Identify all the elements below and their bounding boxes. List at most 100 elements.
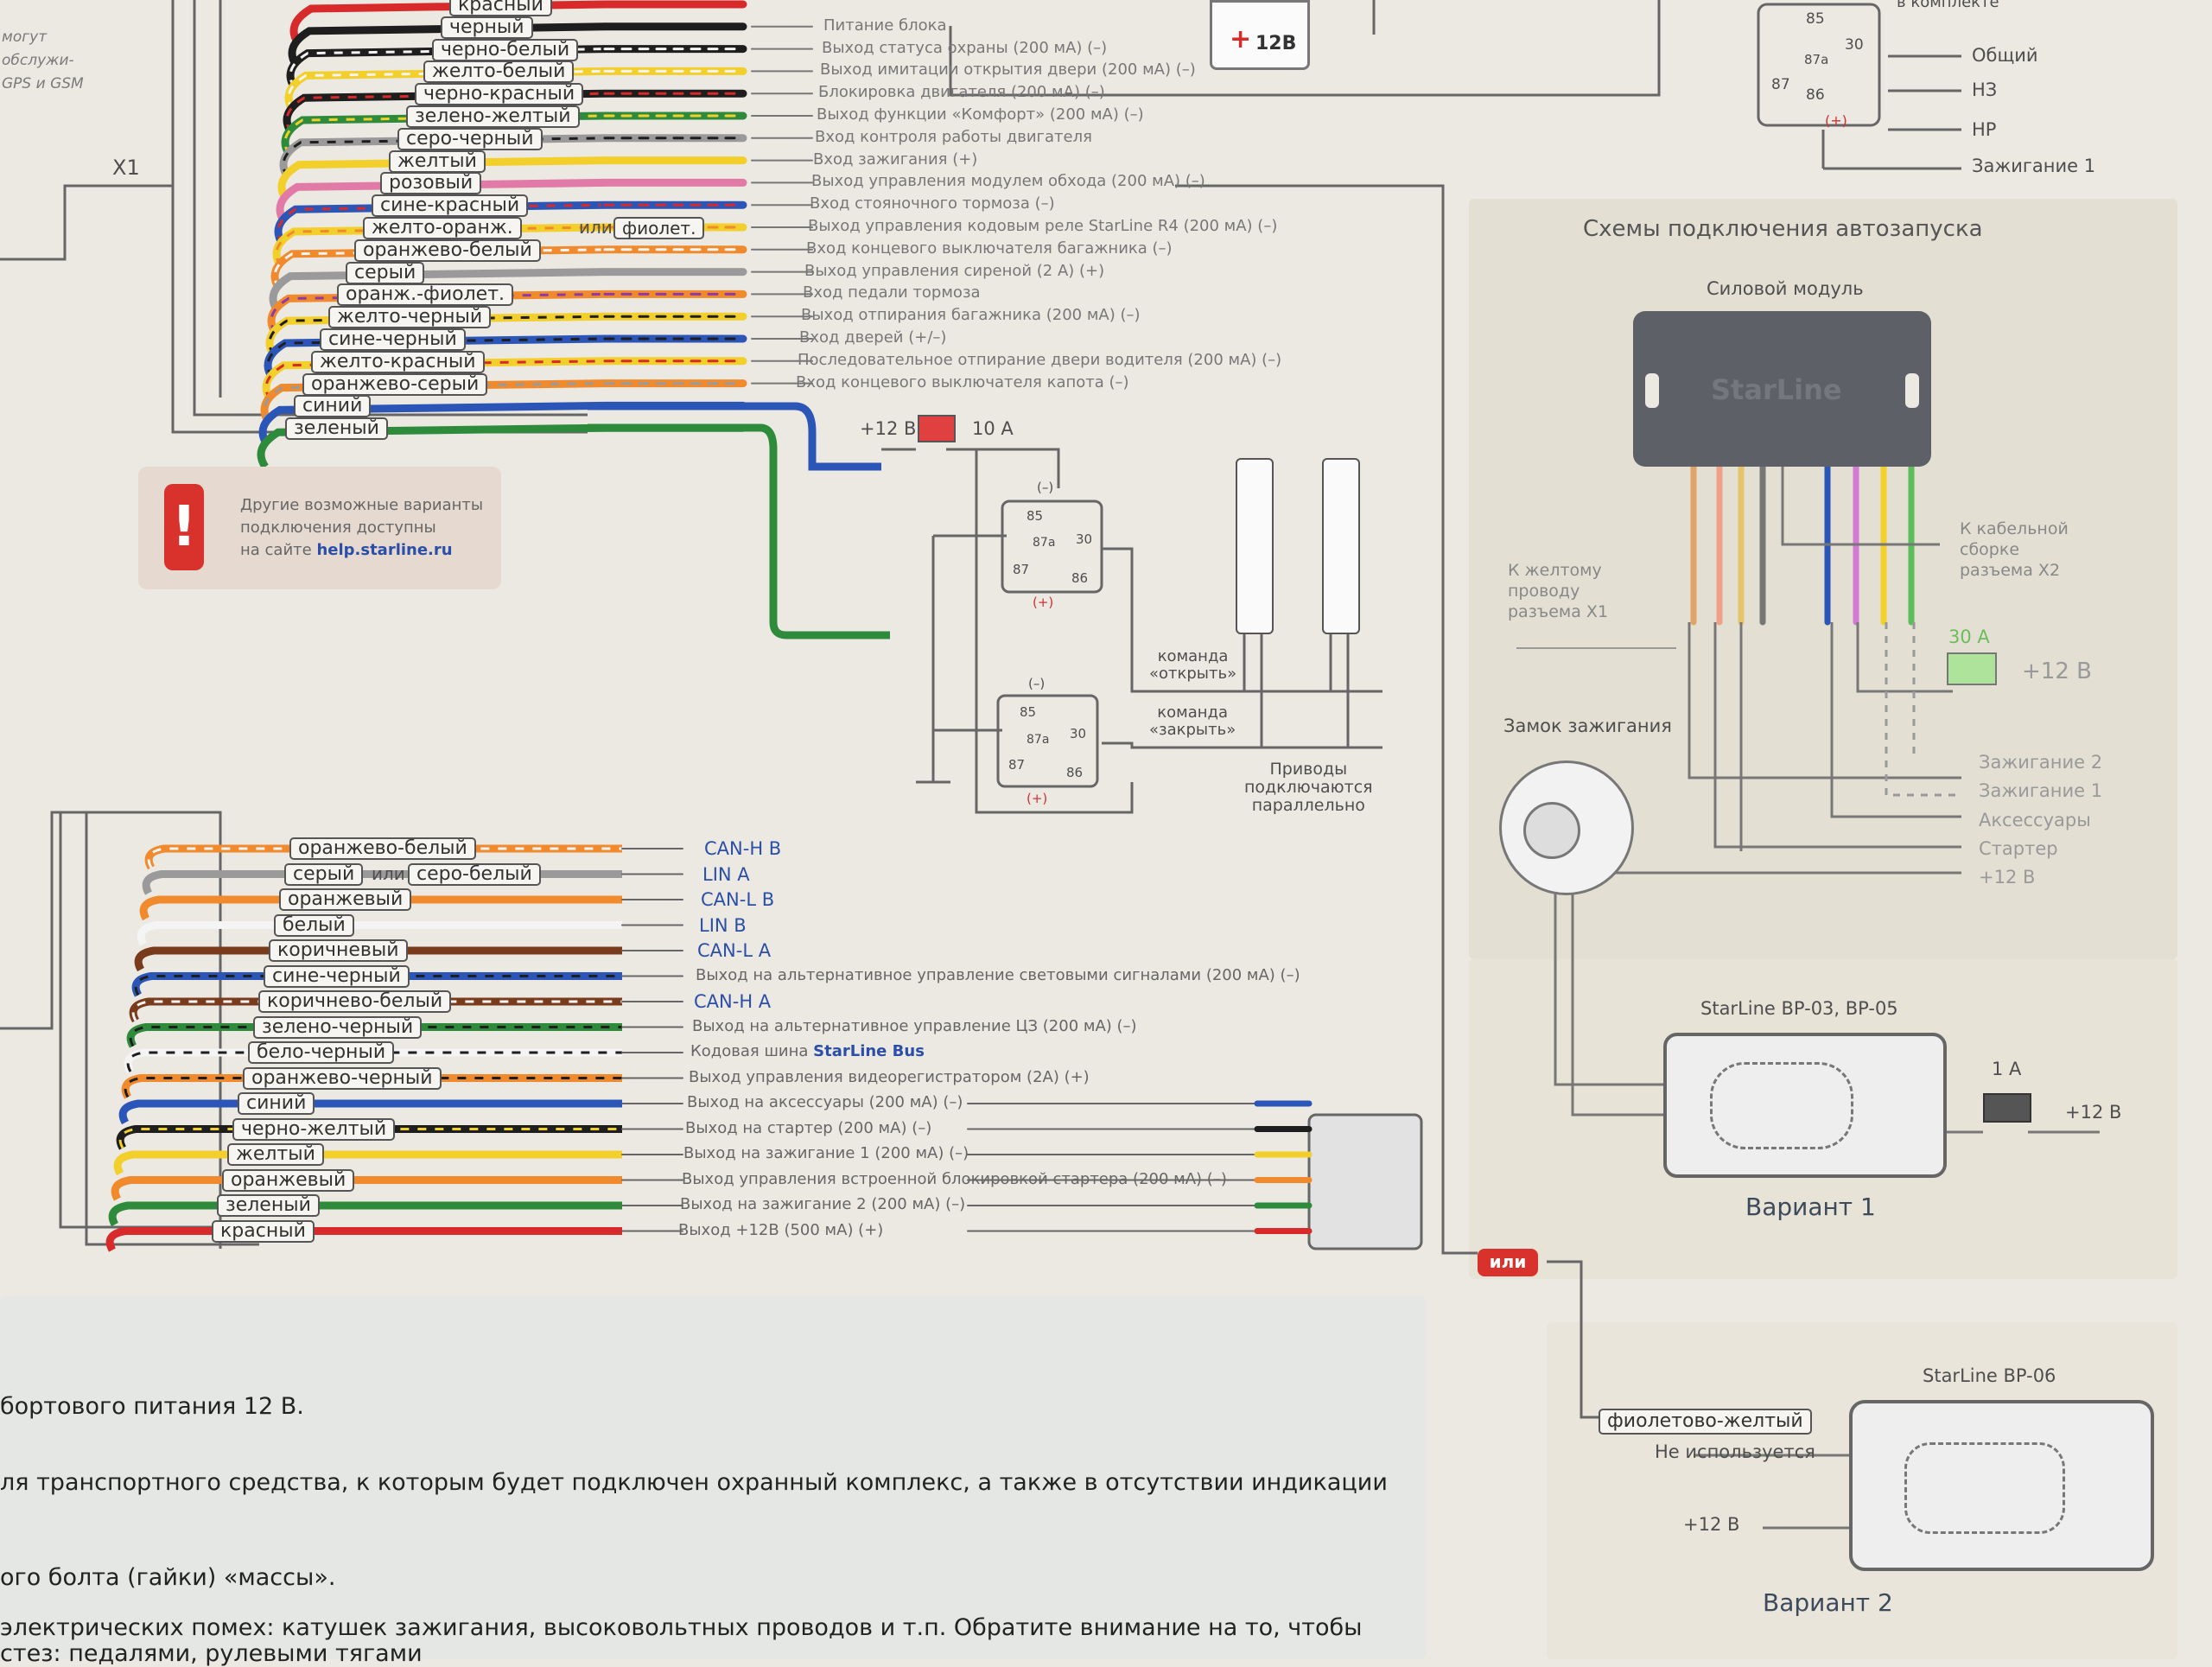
relay-top-right-frame — [1757, 3, 1881, 127]
wire-bottom-tag: черно-желтый — [232, 1117, 396, 1141]
door-relay2-pin-30: 30 — [1070, 726, 1087, 741]
door-actuator-2 — [1322, 458, 1360, 634]
wire-top-function: Вход зажигания (+) — [813, 150, 978, 169]
variant2-feed — [1547, 1260, 1599, 1419]
door-relay2-pin-85: 85 — [1020, 704, 1037, 720]
wire-bottom-lead — [134, 946, 622, 972]
wire-bottom-tag: красный — [212, 1219, 315, 1243]
wire-top-function: Выход управления сиреной (2 А) (+) — [804, 261, 1105, 280]
wire-top-tag: желто-черный — [328, 306, 492, 329]
door-relay2-plus: (+) — [1027, 791, 1048, 806]
lock-out-ign2: Зажигание 2 — [1979, 752, 2103, 773]
ignition-lock-label: Замок зажигания — [1503, 716, 1672, 736]
top-feed-line — [949, 0, 1661, 97]
note-line-5: стез: педалями, рулевыми тягами — [0, 1640, 423, 1667]
module-brand: StarLine — [1711, 373, 1842, 406]
wire-bottom-tag: оранжевый — [222, 1168, 355, 1192]
wire-top-tag: синий — [294, 395, 372, 418]
wire-bottom-lead — [137, 921, 622, 946]
help-link[interactable]: help.starline.ru — [316, 541, 453, 559]
relay-pin-87: 87 — [1771, 76, 1790, 93]
bypass1-caption: Вариант 1 — [1745, 1193, 1876, 1221]
x2-output-connector — [1307, 1113, 1423, 1250]
wire-bottom-tag: зеленый — [217, 1194, 320, 1217]
wire-top-tag: зелено-желтый — [406, 105, 580, 128]
wire-bottom-tag: белый — [274, 913, 354, 937]
relay-pin-30: 30 — [1845, 36, 1864, 54]
relay-output-nc: НЗ — [1972, 80, 1998, 100]
wire-bottom-lead — [105, 1227, 622, 1252]
wire-bottom-function: Выход на зажигание 1 (200 мА) (–) — [683, 1144, 969, 1162]
notes-panel — [0, 1296, 1426, 1659]
bypass2-module — [1849, 1400, 2154, 1571]
wire-bottom-function: Выход управления видеорегистратором (2А)… — [689, 1067, 1090, 1086]
note-line-3: ого болта (гайки) «массы». — [0, 1564, 336, 1591]
wire-top-lead — [257, 423, 606, 469]
door-relay1-pin-30: 30 — [1076, 531, 1093, 547]
lock-out-ign1: Зажигание 1 — [1979, 780, 2103, 801]
wire-bottom-function: Выход +12В (500 мА) (+) — [678, 1220, 884, 1239]
door-relay2-minus: (–) — [1028, 676, 1046, 691]
wire-top-tag: красный — [449, 0, 552, 16]
x2-bracket-outer — [0, 811, 222, 1249]
wire-bottom-lead — [113, 1150, 622, 1176]
wire-top-function: Вход контроля работы двигателя — [815, 127, 1092, 146]
x1-bracket-inner — [193, 0, 588, 417]
door-command-lines — [1102, 547, 1382, 749]
wire-bottom-lead-stripe — [124, 1077, 622, 1098]
wire-top-function: Выход управления кодовым реле StarLine R… — [808, 217, 1278, 235]
door-relay-2 — [996, 694, 1099, 788]
lock-out-12v: +12 В — [1979, 867, 2036, 888]
autostart-to-x2 — [1781, 467, 1940, 546]
wire-bottom-lead — [142, 870, 622, 895]
wire-top-tag: черный — [441, 16, 533, 39]
wire-top-tag: зеленый — [285, 417, 388, 441]
door-relay1-minus: (–) — [1037, 480, 1054, 495]
wire-bottom-function: Выход на зажигание 2 (200 мА) (–) — [680, 1195, 966, 1213]
wire-bottom-function: Выход управления встроенной блокировкой … — [682, 1169, 1227, 1188]
wire-top-tag: оранж.-фиолет. — [337, 283, 514, 307]
wire-bottom-lead-stripe — [147, 847, 622, 868]
door-fuse-label: 10 А — [972, 418, 1014, 439]
wire-top-function: Вход педали тормоза — [803, 283, 981, 302]
wire-bottom-lead-stripe — [129, 1026, 622, 1047]
door-relay1-pin-87a: 87a — [1033, 536, 1056, 550]
fuse-30a-label: 30 А — [1948, 627, 1990, 647]
note-line-4: электрических помех: катушек зажигания, … — [0, 1614, 1363, 1641]
bypass1-title: StarLine BP-03, BP-05 — [1700, 998, 1898, 1019]
wire-top-alt-tag: фиолет. — [613, 217, 705, 239]
wire-top-tag: сине-черный — [320, 328, 466, 351]
bypass1-fuse-label: 1 А — [1992, 1059, 2022, 1079]
bypass2-title: StarLine BP-06 — [1923, 1365, 2056, 1386]
wire-bottom-tag: коричневый — [269, 939, 408, 962]
wire-bottom-lead-stripe — [131, 1000, 622, 1021]
bypass1-module — [1663, 1033, 1947, 1178]
relay-pin-86: 86 — [1806, 86, 1825, 104]
wire-bottom-tag: оранжево-черный — [243, 1066, 442, 1090]
wire-top-tag: желто-оранж. — [363, 217, 522, 239]
autostart-ign2 — [1688, 622, 1961, 779]
wire-top-function: Вход дверей (+/–) — [799, 328, 947, 347]
lock-to-bypass1-a — [1554, 890, 1663, 1086]
autostart-title: Схемы подключения автозапуска — [1583, 216, 1983, 242]
door-supply — [881, 448, 1060, 488]
wire-bottom-lead-stripe — [126, 1051, 622, 1072]
door-relay1-pin-85: 85 — [1027, 508, 1044, 524]
wire-bottom-function: CAN-H B — [704, 838, 782, 859]
autostart-ign1 — [1885, 622, 1961, 797]
warning-note: ! Другие возможные варианты подключения … — [138, 467, 501, 589]
battery-plus-icon: + — [1230, 24, 1252, 54]
warning-icon: ! — [164, 484, 204, 570]
wire-bottom-tag: оранжево-белый — [289, 837, 476, 860]
wire-bottom-lead — [111, 1176, 622, 1201]
wire-top-tag: серый — [346, 261, 425, 284]
wire-bottom-lead-stripe — [118, 1128, 622, 1149]
wire-bottom-alt-tag: серо-белый — [408, 862, 541, 886]
wire-top-tag: серо-черный — [397, 127, 543, 150]
door-relay1-pin-86: 86 — [1071, 570, 1089, 586]
cmd-close-label: команда«закрыть» — [1149, 703, 1236, 739]
wire-bottom-function: CAN-L B — [701, 889, 775, 910]
wire-top-tag: желтый — [389, 150, 486, 173]
